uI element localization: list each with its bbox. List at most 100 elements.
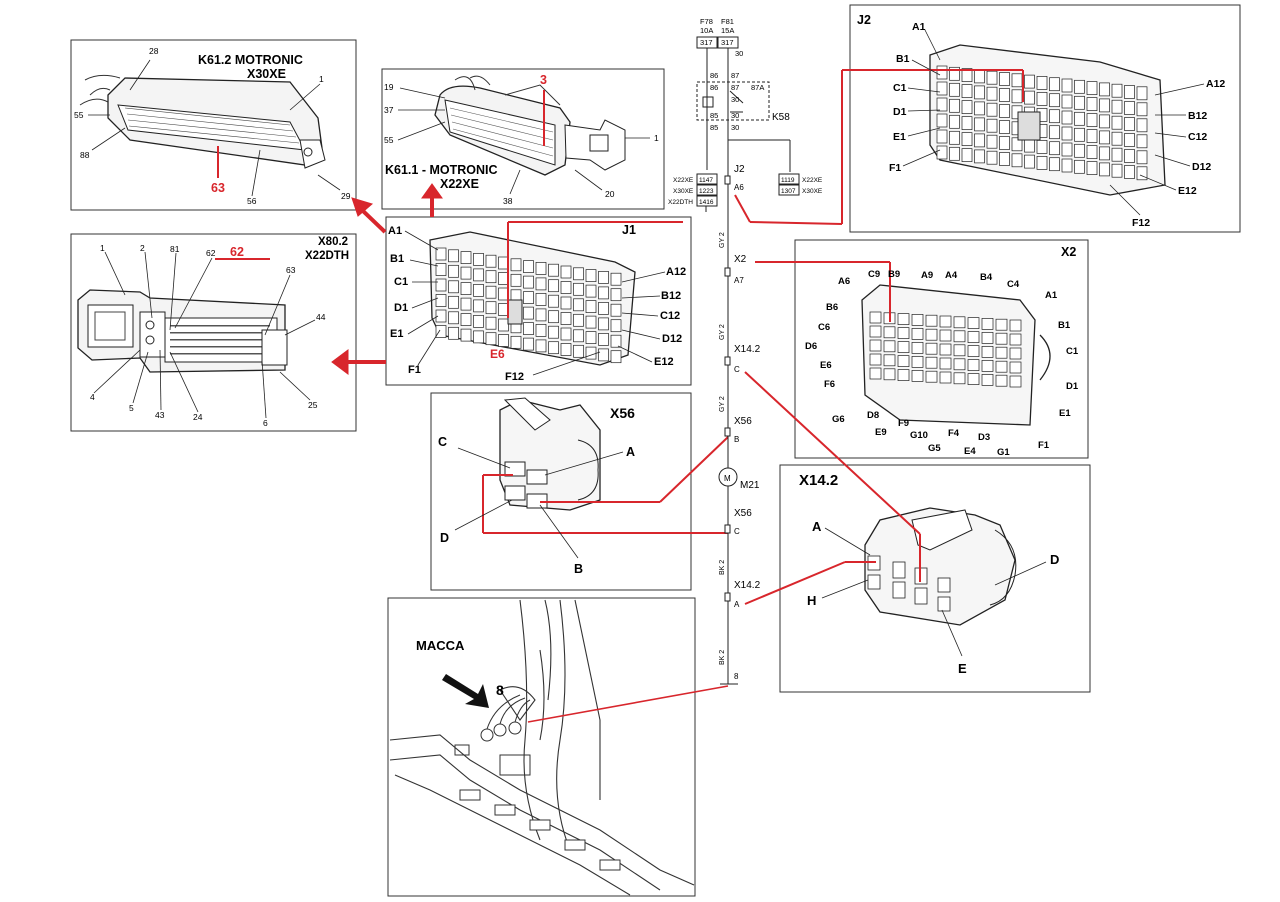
x802-pin: 6 bbox=[263, 418, 268, 428]
k612-panel: K61.2 MOTRONIC X30XE 28 1 55 88 56 29 63 bbox=[70, 39, 357, 211]
j1-left-label: D1 bbox=[394, 302, 408, 314]
pin-cell bbox=[897, 341, 910, 353]
wire-color: BK 2 bbox=[719, 560, 726, 575]
pin-cell bbox=[939, 329, 952, 342]
connector-pin: C bbox=[734, 527, 740, 536]
wire-color: GY 2 bbox=[719, 324, 726, 340]
pin-cell bbox=[1009, 333, 1022, 346]
pin-cell bbox=[548, 263, 559, 277]
pin-cell bbox=[1136, 118, 1148, 133]
pin-cell bbox=[485, 332, 497, 346]
x2-label: B1 bbox=[1058, 320, 1071, 331]
pin-cell bbox=[999, 136, 1010, 150]
pin-cell bbox=[949, 130, 960, 145]
j2-right-label: C12 bbox=[1188, 131, 1207, 143]
j2-left-label: E1 bbox=[893, 131, 906, 143]
j2-panel: J2 A1 B1 C1 D1 E1 F1 A12 B12 C12 D12 E12… bbox=[841, 4, 1241, 233]
pin-cell bbox=[1049, 93, 1060, 108]
pin-cell bbox=[1074, 95, 1085, 110]
pin-cell bbox=[897, 355, 910, 367]
relay-pin: 86 bbox=[710, 83, 718, 92]
circuit-number: 1223 bbox=[699, 188, 714, 195]
x2-label: G5 bbox=[928, 443, 941, 454]
pin-cell bbox=[573, 329, 584, 343]
k612-pin: 29 bbox=[341, 191, 351, 201]
pin-cell bbox=[1136, 102, 1148, 117]
pin-cell bbox=[610, 288, 622, 302]
pin-cell bbox=[869, 339, 882, 352]
k611-pin: 19 bbox=[384, 82, 394, 92]
k611-pin: 55 bbox=[384, 135, 394, 145]
pin-cell bbox=[995, 360, 1008, 373]
pin-cell bbox=[961, 148, 973, 162]
j1-right-label: B12 bbox=[661, 290, 681, 302]
motor-symbol: M bbox=[724, 474, 731, 483]
pin-cell bbox=[473, 299, 484, 313]
x802-pin: 62 bbox=[206, 248, 216, 258]
pin-cell bbox=[560, 296, 572, 310]
j2-right-label: B12 bbox=[1188, 110, 1207, 122]
connector-name: X56 bbox=[734, 508, 752, 519]
pin-cell bbox=[1111, 83, 1123, 98]
fuse-box-value: 317 bbox=[700, 38, 713, 47]
pin-cell bbox=[1124, 85, 1135, 99]
x2-label: E6 bbox=[820, 360, 832, 371]
pin-cell bbox=[995, 346, 1008, 359]
pin-cell bbox=[953, 316, 966, 329]
pin-cell bbox=[897, 369, 910, 381]
pin-cell bbox=[1074, 159, 1085, 174]
pin-cell bbox=[473, 330, 484, 344]
pin-cell bbox=[1049, 125, 1060, 140]
k611-title: K61.1 - MOTRONIC bbox=[385, 163, 498, 177]
k611-panel: K61.1 - MOTRONIC X22XE 19 37 55 38 20 1 … bbox=[381, 68, 665, 210]
relay-pin: 87 bbox=[731, 71, 739, 80]
pin-cell bbox=[897, 327, 910, 339]
pin-cell bbox=[961, 132, 973, 146]
pin-cell bbox=[953, 372, 966, 385]
fuse-rating: 10A bbox=[700, 26, 713, 35]
k611-pin: 38 bbox=[503, 196, 513, 206]
pin-cell bbox=[485, 270, 497, 284]
x56-label: A bbox=[626, 445, 635, 459]
pin-cell bbox=[523, 322, 534, 335]
connector-name: X2 bbox=[734, 254, 747, 265]
pin-cell bbox=[598, 348, 609, 362]
x56-title: X56 bbox=[610, 405, 635, 421]
pin-cell bbox=[1124, 117, 1135, 131]
x142-label: A bbox=[812, 519, 822, 534]
pin-cell bbox=[949, 146, 960, 161]
connector-pin: A bbox=[734, 600, 740, 609]
x2-label: C4 bbox=[1007, 279, 1020, 290]
pin-cell bbox=[1099, 162, 1110, 177]
pin-cell bbox=[995, 332, 1008, 345]
pin-cell bbox=[448, 311, 459, 325]
pin-cell bbox=[995, 374, 1008, 387]
pin-cell bbox=[1099, 130, 1110, 145]
pin-cell bbox=[1061, 142, 1073, 157]
pin-cell bbox=[523, 337, 534, 351]
pin-cell bbox=[1011, 73, 1023, 88]
pin-cell bbox=[883, 326, 896, 339]
pin-cell bbox=[986, 86, 998, 101]
j1-left-label: C1 bbox=[394, 276, 408, 288]
pin-cell bbox=[573, 344, 584, 358]
pin-cell bbox=[473, 284, 484, 297]
pin-cell bbox=[936, 129, 948, 144]
pin-cell bbox=[999, 120, 1010, 134]
k611-subtitle: X22XE bbox=[440, 177, 479, 191]
x802-pin: 4 bbox=[90, 392, 95, 402]
pin-cell bbox=[999, 88, 1010, 102]
pin-cell bbox=[949, 82, 960, 97]
pin-cell bbox=[473, 315, 484, 328]
x142-label: D bbox=[1050, 552, 1059, 567]
pin-cell bbox=[936, 65, 948, 80]
circuit-number: 1119 bbox=[781, 177, 795, 184]
pin-cell bbox=[925, 370, 938, 383]
j1-right-label: A12 bbox=[666, 266, 686, 278]
pin-cell bbox=[953, 344, 966, 357]
j2-right-label: D12 bbox=[1192, 161, 1211, 173]
pin-cell bbox=[1061, 110, 1073, 125]
pin-cell bbox=[1124, 133, 1135, 147]
pin-cell bbox=[939, 343, 952, 356]
x802-panel: X80.2 X22DTH 1 2 81 62 63 44 4 5 43 24 6… bbox=[70, 233, 357, 432]
